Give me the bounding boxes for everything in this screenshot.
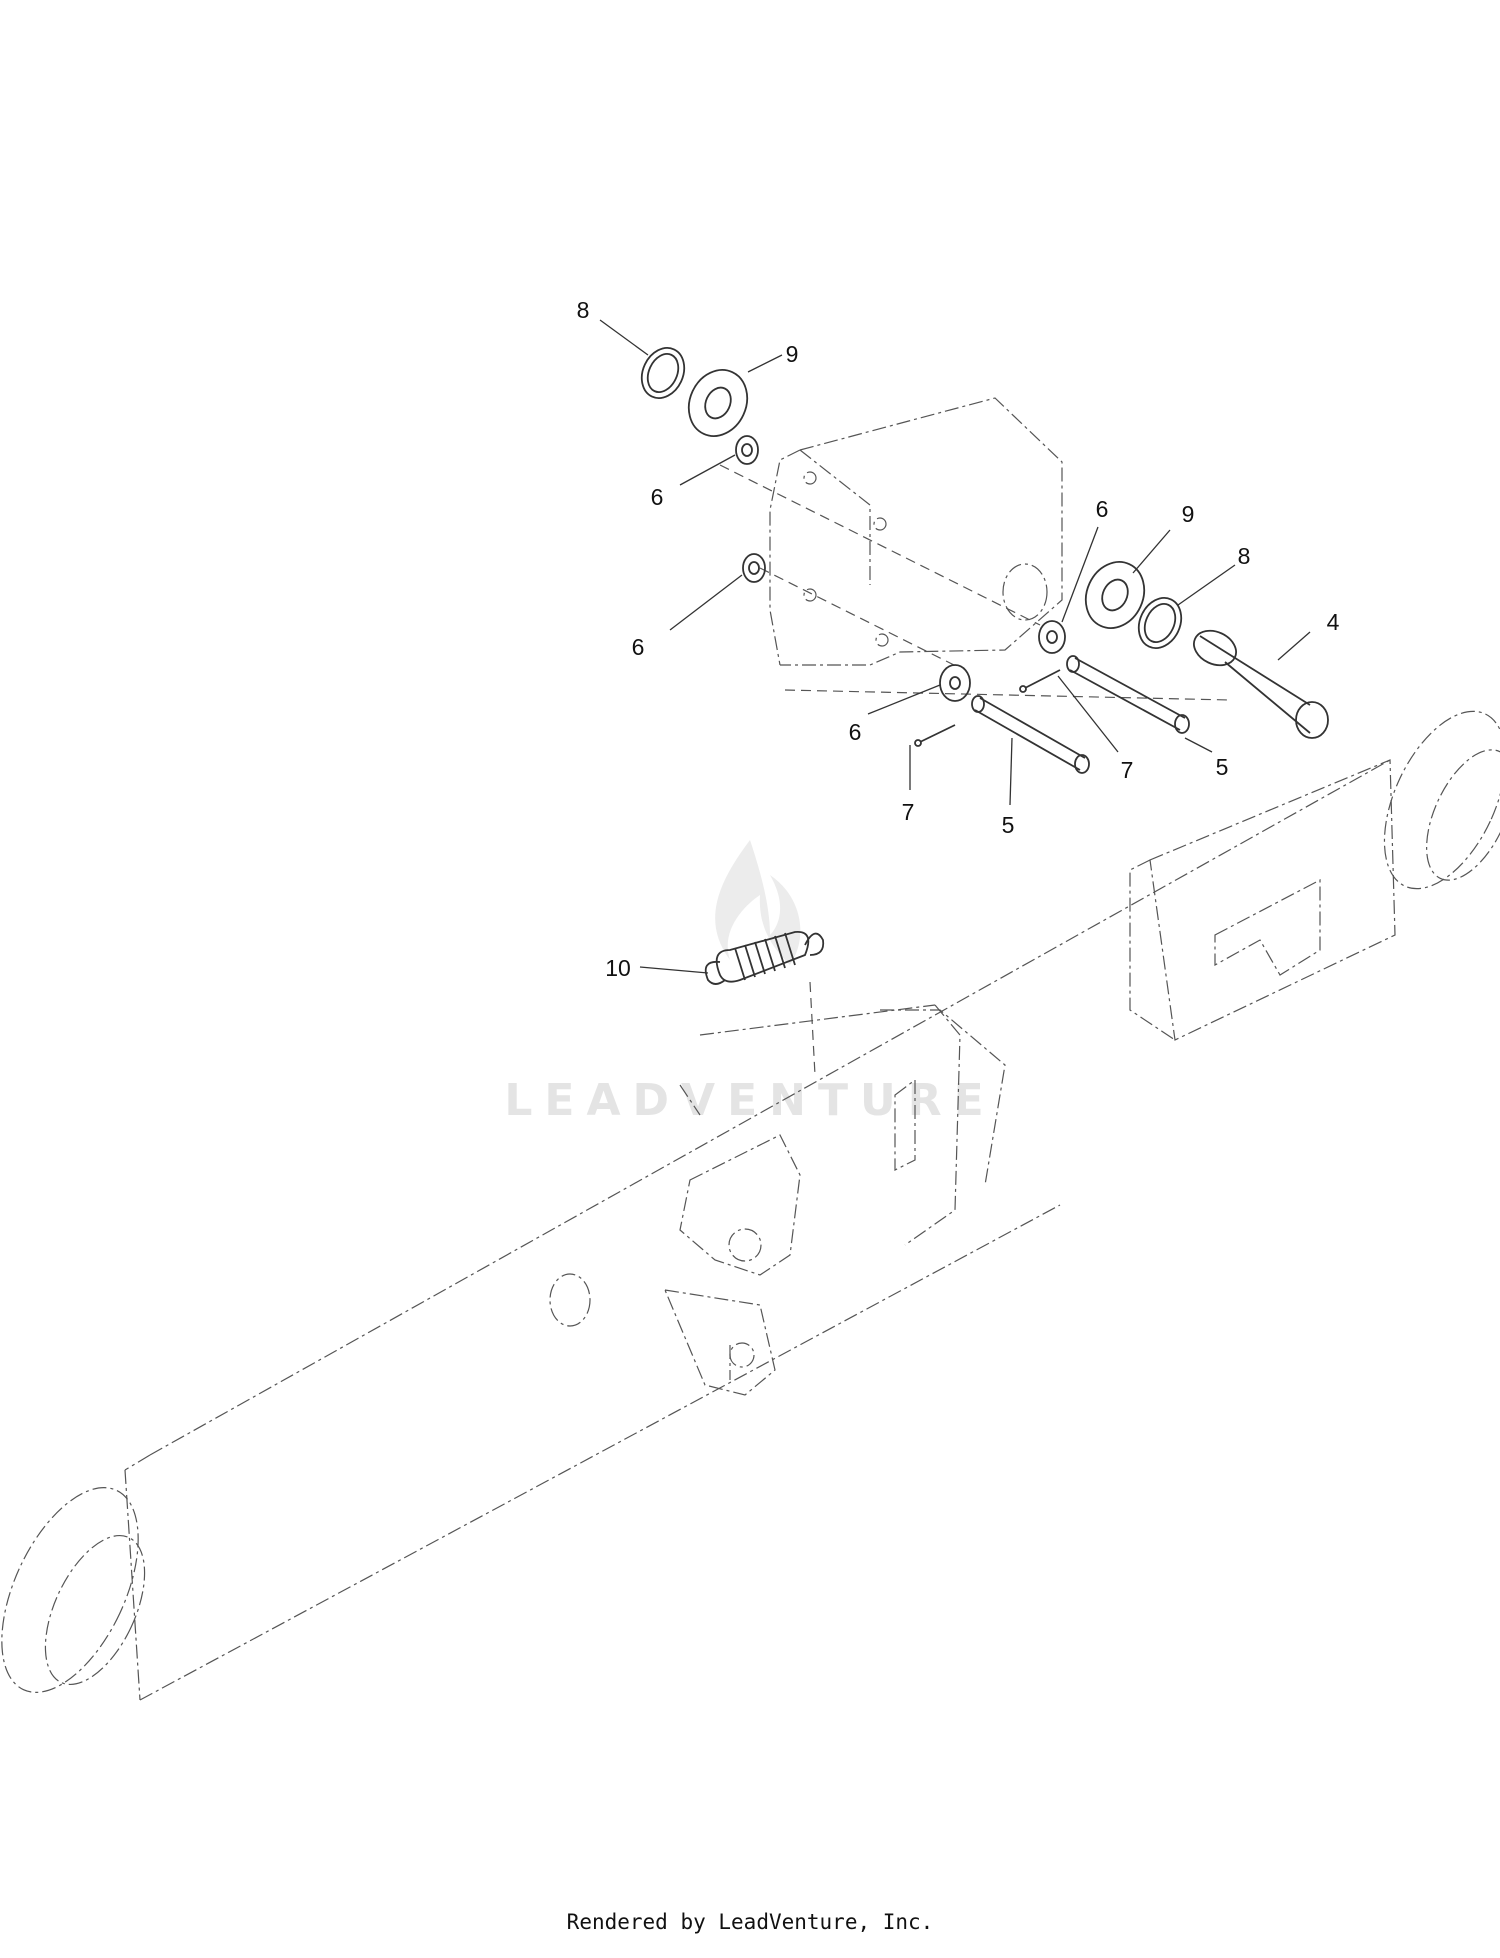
callout-label: 4 — [1327, 609, 1340, 635]
callout-label: 7 — [902, 799, 915, 825]
clevis-pin-part-5 — [1066, 655, 1190, 734]
pivot-pin-part-4 — [1193, 629, 1329, 739]
leader-line — [599, 319, 649, 356]
callout-label: 9 — [1182, 501, 1195, 527]
leader-line — [867, 684, 941, 715]
cotter-pin-part-7 — [914, 724, 956, 747]
callout-label: 9 — [786, 341, 799, 367]
leader-line — [1132, 529, 1171, 574]
leader-line — [747, 354, 783, 373]
callout-label: 6 — [632, 634, 645, 660]
footer-credit: Rendered by LeadVenture, Inc. — [566, 1910, 934, 1934]
leader-line — [1177, 564, 1236, 606]
watermark-text: LEADVENTURE — [504, 1075, 995, 1126]
clevis-pin-part-5 — [971, 695, 1090, 774]
leader-line — [1057, 675, 1119, 753]
leader-line — [1009, 737, 1013, 806]
callout-label: 7 — [1121, 757, 1134, 783]
callout-label: 5 — [1002, 812, 1015, 838]
retaining-ring-part-8 — [640, 347, 686, 399]
washer-part-9 — [1084, 561, 1146, 629]
pivot-bracket-phantom — [719, 397, 1231, 1076]
leader-line — [1061, 526, 1099, 623]
leader-lines — [599, 319, 1311, 974]
callout-label: 8 — [577, 297, 590, 323]
callout-label: 8 — [1238, 543, 1251, 569]
watermark-flame-logo — [715, 840, 801, 965]
watermark: LEADVENTURE — [504, 840, 995, 1126]
leader-line — [1277, 631, 1311, 661]
hardware-parts — [640, 347, 1329, 985]
callout-label: 5 — [1216, 754, 1229, 780]
leader-line — [679, 454, 736, 486]
washer-part-6 — [939, 664, 971, 702]
callout-labels: 8 9 6 6 6 9 8 4 6 7 5 7 5 10 — [577, 297, 1340, 981]
leader-line — [639, 966, 709, 974]
lift-arm-phantom — [1, 710, 1500, 1701]
callout-label: 6 — [849, 719, 862, 745]
leader-line — [669, 574, 743, 631]
callout-label: 10 — [605, 955, 631, 981]
leader-line — [1184, 737, 1213, 753]
cotter-pin-part-7 — [1019, 669, 1061, 693]
washer-part-6 — [1038, 620, 1066, 654]
callout-label: 6 — [651, 484, 664, 510]
washer-part-6 — [742, 553, 766, 583]
retaining-ring-part-8 — [1137, 597, 1183, 649]
washer-part-9 — [687, 369, 749, 437]
callout-label: 6 — [1096, 496, 1109, 522]
washer-part-6 — [735, 435, 759, 465]
extension-spring-part-10 — [704, 931, 825, 985]
